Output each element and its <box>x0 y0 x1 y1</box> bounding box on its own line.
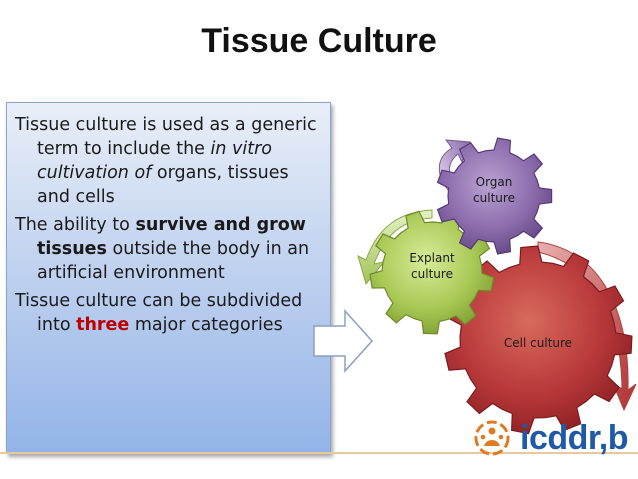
slide-title: Tissue Culture <box>201 22 437 60</box>
gear-cell-label-1: Cell culture <box>504 336 572 350</box>
para2-run3: outside the body in an artificial enviro… <box>37 239 310 283</box>
icddrb-logo: icddr,b <box>470 418 628 458</box>
right-arrow-icon <box>313 309 374 373</box>
para1-run1: Tissue culture is used as a generic term… <box>15 115 317 159</box>
gear-organ-icon <box>436 137 553 255</box>
gear-explant-label-2: culture <box>411 267 453 281</box>
paragraph-3: Tissue culture can be subdivided into th… <box>15 289 324 337</box>
para1-run3: organs, tissues and cells <box>37 163 289 207</box>
gear-organ-label-1: Organ <box>476 175 513 189</box>
para3-run2-red: three <box>76 315 130 335</box>
para1-run2-italic: in vitro cultivation of <box>37 139 273 183</box>
gear-organ-label-2: culture <box>473 191 515 205</box>
paragraph-2: The ability to survive and grow tissues … <box>15 213 324 285</box>
people-circle-emblem-icon <box>474 420 510 456</box>
para3-run1: Tissue culture can be subdivided into <box>15 291 303 335</box>
gear-cell-icon <box>444 245 633 435</box>
paragraph-1: Tissue culture is used as a generic term… <box>15 113 324 209</box>
para2-run1: The ability to <box>15 215 136 235</box>
logo-text: icddr,b <box>520 418 628 457</box>
para2-run2-bold: survive and grow tissues <box>37 215 306 259</box>
para3-run3: major categories <box>129 315 283 335</box>
bottom-rule <box>0 452 638 454</box>
gear-explant-label-1: Explant <box>409 251 455 265</box>
text-box: Tissue culture is used as a generic term… <box>6 102 331 454</box>
